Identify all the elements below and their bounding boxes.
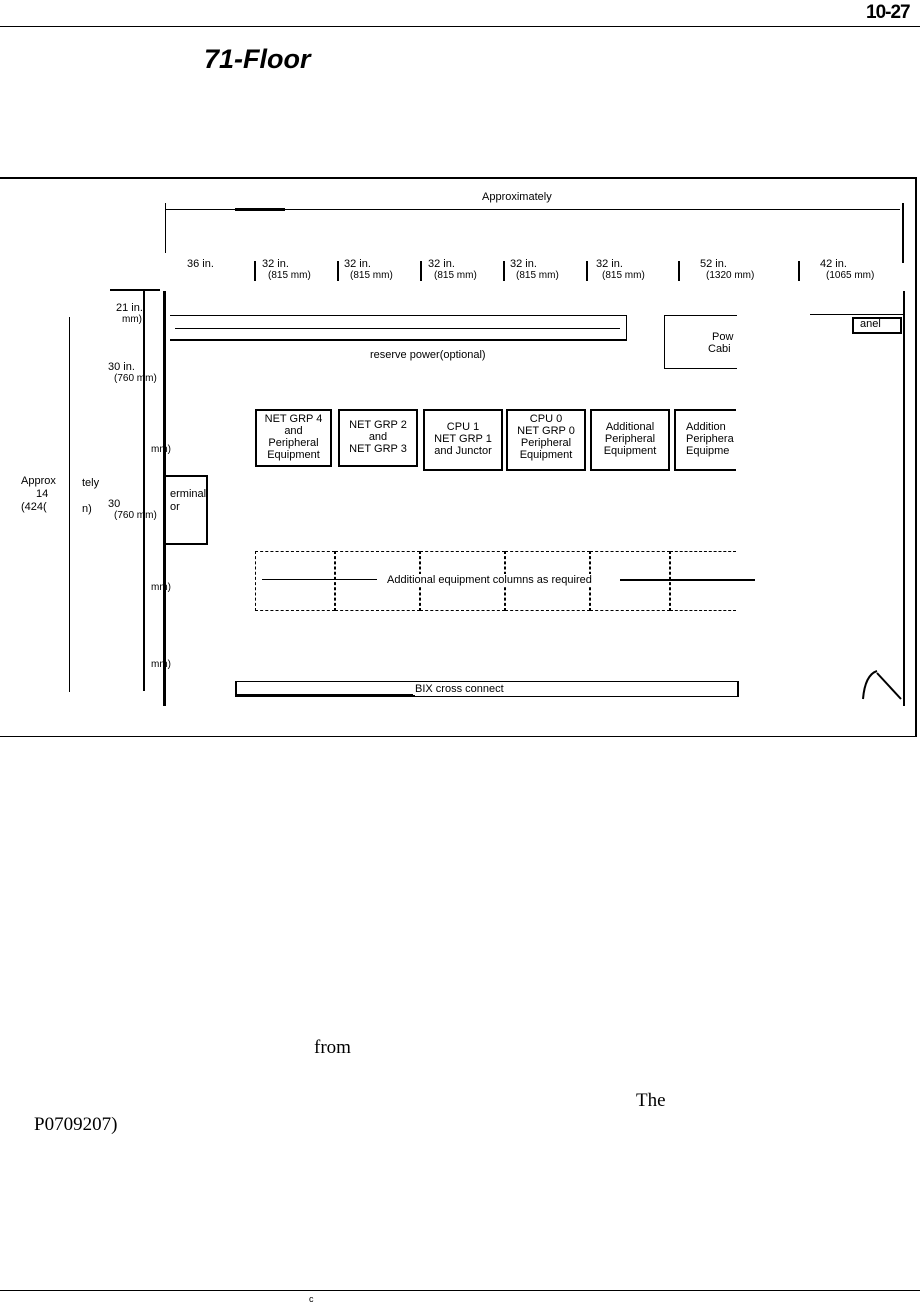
panel-label: anel	[860, 318, 881, 330]
body-code: P0709207)	[34, 1114, 118, 1135]
dashed-column-1	[255, 551, 335, 611]
col-width-5: 32 in.(815 mm)	[510, 258, 559, 282]
body-word-from: from	[314, 1037, 351, 1058]
header-rule	[0, 26, 920, 27]
footer-mark: c	[309, 1294, 314, 1304]
top-dimension-line	[165, 209, 900, 210]
footer-rule	[0, 1290, 920, 1291]
overall-left-label: Approx	[21, 475, 56, 487]
terminal-box	[166, 475, 208, 545]
floor-plan-diagram: Approximately 36 in. 32 in.(815 mm) 32 i…	[0, 177, 917, 737]
col-width-6: 32 in.(815 mm)	[596, 258, 645, 282]
col-width-8: 42 in.(1065 mm)	[820, 258, 875, 282]
power-cabinet	[664, 315, 737, 369]
room-outline	[163, 291, 905, 706]
row-dim-2: 30 in.(760 mm)	[108, 361, 157, 385]
page-number: 10-27	[866, 2, 911, 23]
dashed-column-5	[590, 551, 670, 611]
col-width-1: 36 in.	[187, 258, 214, 270]
col-width-2: 32 in.(815 mm)	[262, 258, 311, 282]
row-dim-6: mm)	[151, 659, 171, 670]
bix-label: BIX cross connect	[413, 683, 506, 695]
terminal-label: erminal	[170, 488, 207, 500]
section-title: 71-Floor	[204, 44, 311, 74]
row-dim-3: mm)	[151, 444, 171, 455]
body-word-the: The	[636, 1090, 666, 1111]
col-width-3: 32 in.(815 mm)	[344, 258, 393, 282]
bix-cross-connect	[235, 681, 739, 697]
panel-box	[852, 317, 902, 334]
reserve-power-label: reserve power(optional)	[370, 349, 486, 361]
top-dimension-label: Approximately	[482, 191, 552, 203]
col-width-7: 52 in.(1320 mm)	[700, 258, 755, 282]
col-width-4: 32 in.(815 mm)	[428, 258, 477, 282]
additional-columns-label: Additional equipment columns as required	[385, 574, 594, 586]
door-swing-icon	[862, 670, 902, 700]
reserve-power-area	[170, 315, 627, 341]
row-dim-5: mm)	[151, 582, 171, 593]
dashed-column-6	[670, 551, 736, 611]
row-dim-4: 30(760 mm)	[108, 498, 157, 522]
row-dim-1: 21 in.mm)	[116, 302, 143, 326]
